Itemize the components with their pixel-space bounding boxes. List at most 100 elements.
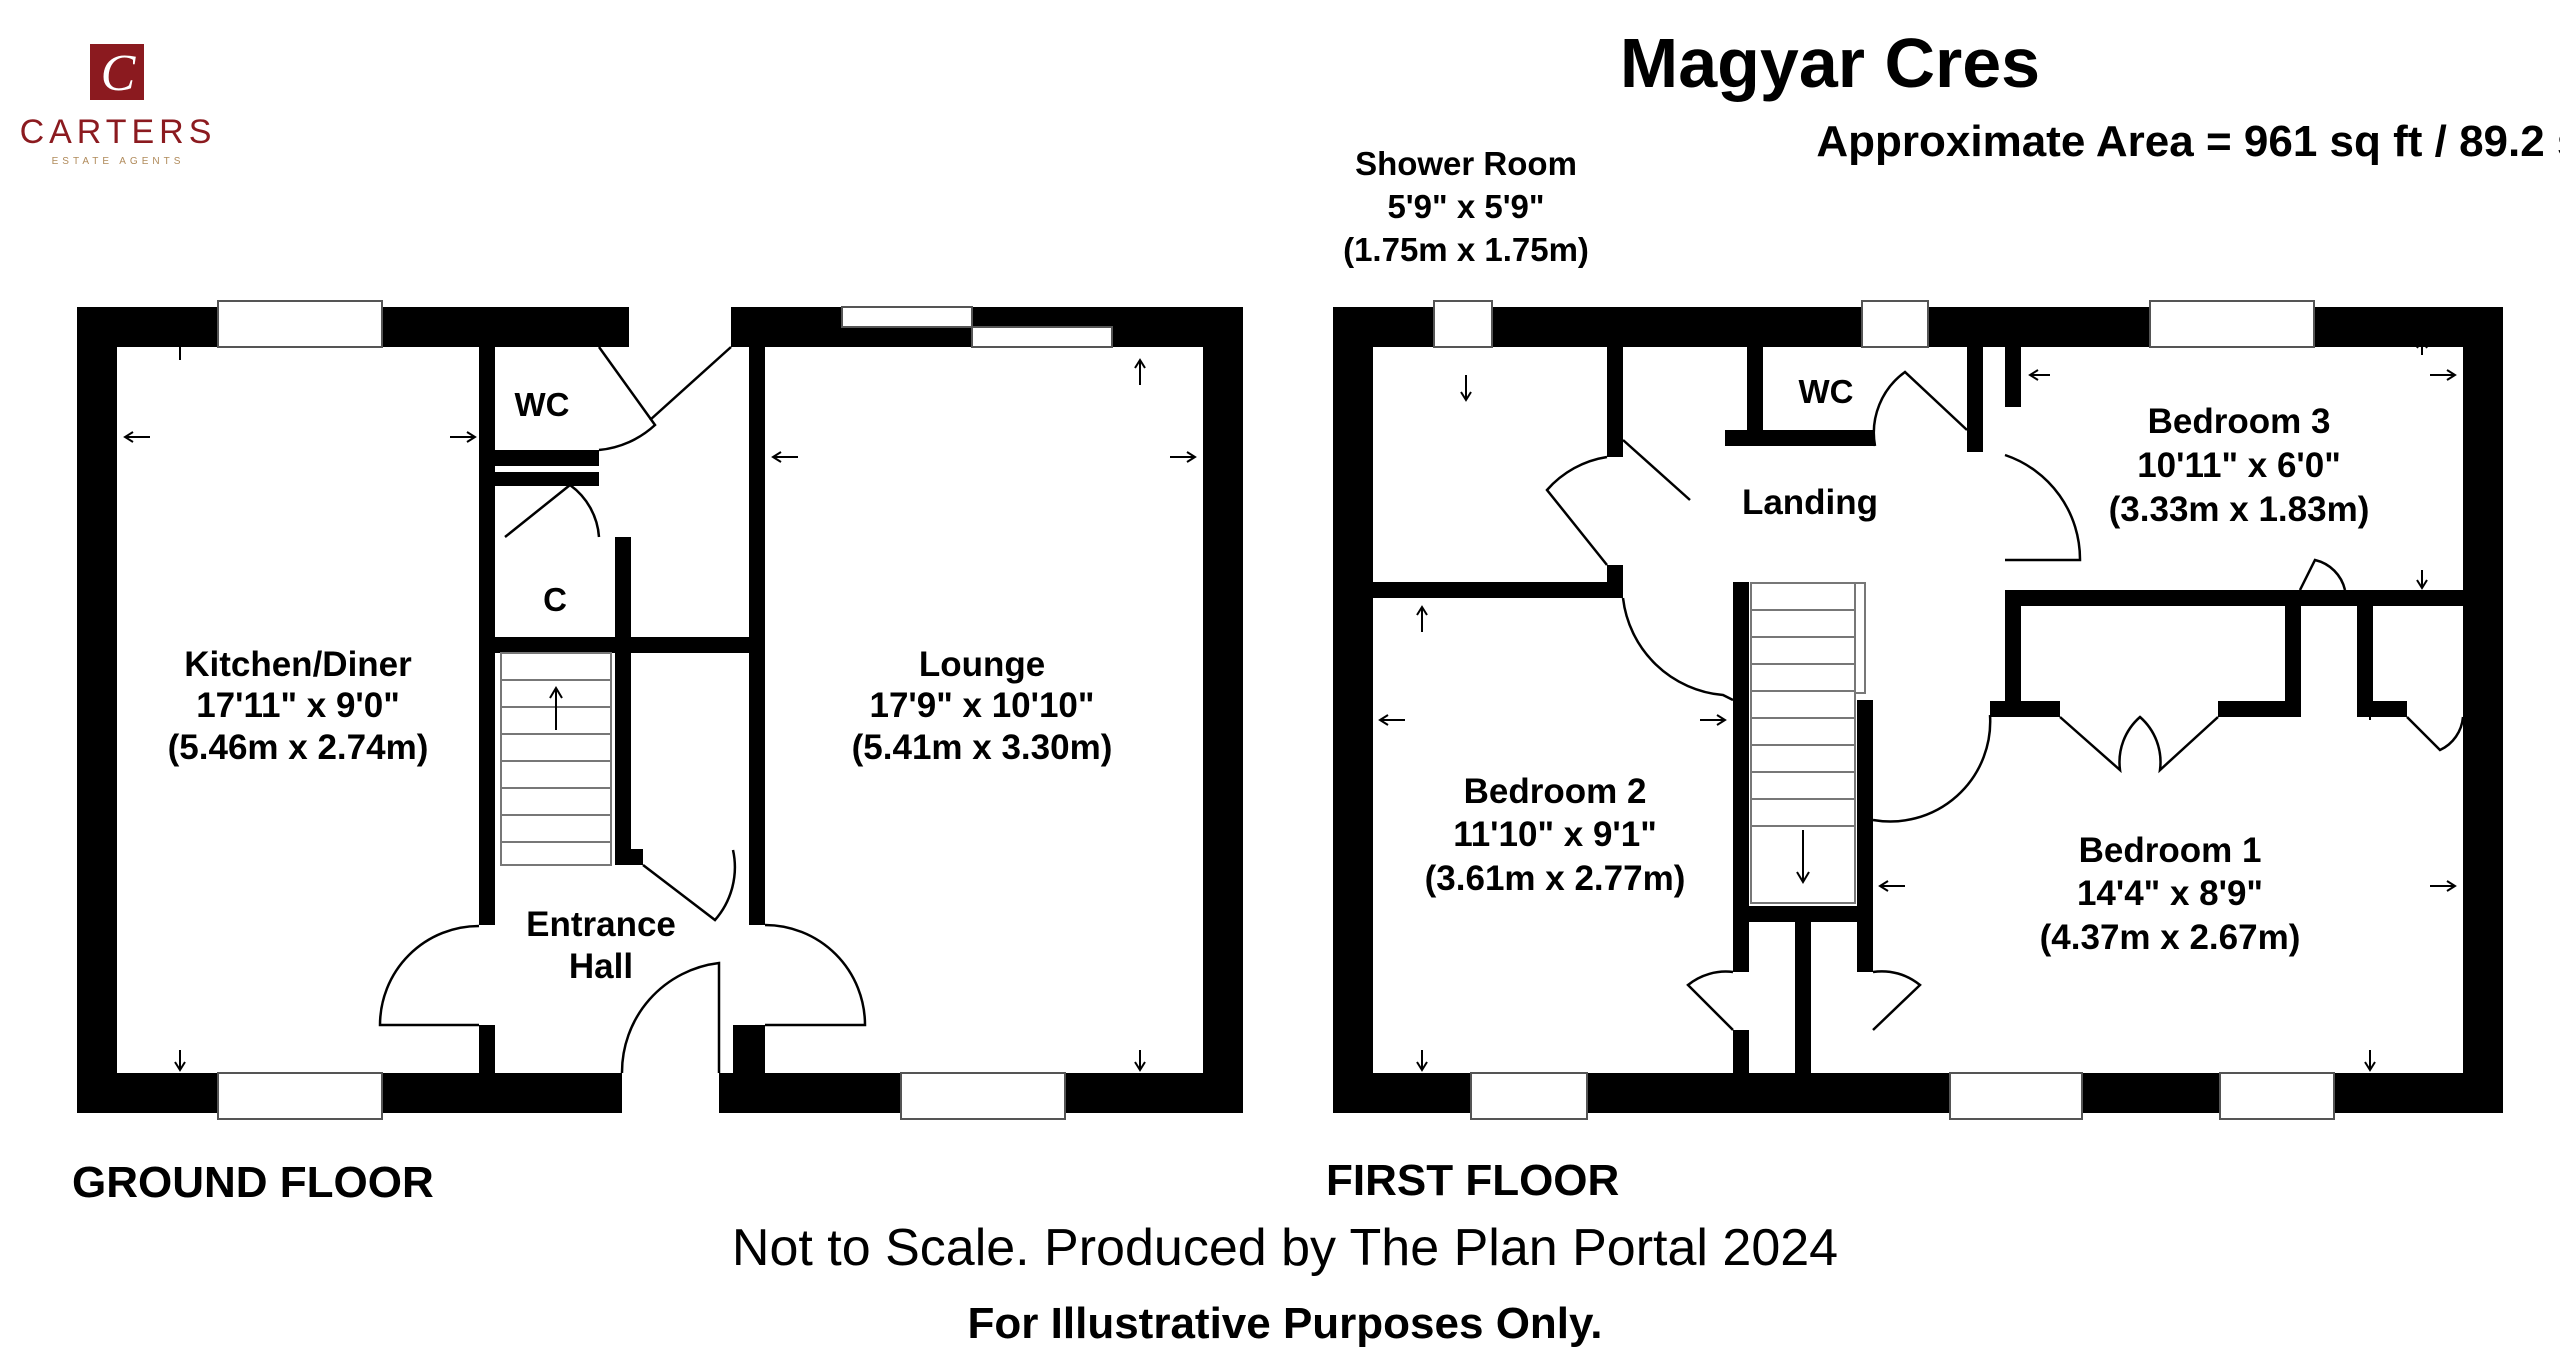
gf-door-wc-hall xyxy=(649,346,732,421)
gf-wall-wc-bottom xyxy=(479,450,599,466)
gf-wall-right xyxy=(1203,307,1243,1113)
first-floor-label: FIRST FLOOR xyxy=(1326,1156,1619,1205)
gf-patio-door-1 xyxy=(841,306,973,328)
gf-door-lounge xyxy=(764,923,867,1027)
shower-name: Shower Room xyxy=(1355,145,1577,182)
ff-door-wardrobe xyxy=(2059,715,2219,774)
ff-wall-wardrobe-mid xyxy=(2285,606,2301,717)
ff-wall-wc-left xyxy=(1747,347,1763,437)
gf-cupboard-label: C xyxy=(543,581,567,618)
ff-door-wc-2 xyxy=(1622,439,1691,501)
gf-wall-lounge-hall-low xyxy=(733,1025,765,1073)
ff-door-bed1 xyxy=(1872,714,1992,823)
gf-staircase xyxy=(500,652,612,866)
ff-wall-bed2-bed1-b xyxy=(1733,1030,1749,1073)
gf-wall-kitchen-hall xyxy=(479,347,495,925)
kitchen-name: Kitchen/Diner xyxy=(184,645,412,684)
ff-wall-right xyxy=(2463,307,2503,1113)
ff-wall-left xyxy=(1333,307,1373,1113)
ff-window-bed1-a xyxy=(1949,1072,2083,1120)
gf-patio-door-2 xyxy=(971,326,1113,348)
ff-door-bed2 xyxy=(1621,597,1734,702)
gf-wall-kitchen-hall-low xyxy=(479,1025,495,1073)
gf-wall-stair-foot xyxy=(615,849,643,865)
ff-door-bed1-cupboard xyxy=(2406,716,2465,752)
ff-window-wc xyxy=(1861,300,1929,348)
gf-wall-cupboard-right xyxy=(615,537,631,637)
gf-wall-lounge-hall xyxy=(749,347,765,925)
ff-dimension-arrows xyxy=(1378,338,2457,1072)
ff-wall-wardrobe-top xyxy=(2005,606,2021,701)
ff-wall-shower-right-low xyxy=(1607,565,1623,598)
ground-floor-plan: WC C Kitchen/Diner 17'11" x 9'0" (5.46m … xyxy=(72,300,1243,1207)
ff-wall-stair-right xyxy=(1857,700,1873,906)
bedroom1-metric: (4.37m x 2.67m) xyxy=(2040,918,2301,957)
ff-door-cupboard-right xyxy=(1872,970,1922,1031)
gf-wall-stair-side xyxy=(615,653,631,863)
ff-wall-bed3-bottom xyxy=(2005,590,2463,606)
lounge-imperial: 17'9" x 10'10" xyxy=(869,686,1094,725)
gf-window-kitchen-bottom xyxy=(217,1072,383,1120)
ff-wall-bed3-left xyxy=(2005,347,2021,407)
ff-wall-wc-right xyxy=(1967,347,1983,452)
ff-wall-wardrobe-bottom-b xyxy=(2218,701,2288,717)
gf-wall-cupboard-top xyxy=(479,472,599,486)
bedroom2-imperial: 11'10" x 9'1" xyxy=(1453,815,1657,854)
ff-wall-bed2-bed1-a xyxy=(1733,922,1749,972)
disclaimer-scale: Not to Scale. Produced by The Plan Porta… xyxy=(732,1219,1838,1277)
gf-wc-label: WC xyxy=(515,386,570,423)
ff-wc-label: WC xyxy=(1799,373,1854,410)
ff-door-cupboard-left xyxy=(1686,970,1734,1031)
carters-logo: C CARTERS ESTATE AGENTS xyxy=(20,44,217,167)
disclaimer-illustrative: For Illustrative Purposes Only. xyxy=(968,1299,1603,1348)
ff-window-bed2 xyxy=(1470,1072,1588,1120)
gf-dimension-arrows xyxy=(123,333,1197,1072)
property-title: Magyar Cres xyxy=(1620,24,2040,102)
approximate-area: Approximate Area = 961 sq ft / 89.2 sq m xyxy=(1816,117,2560,166)
ff-window-shower xyxy=(1433,300,1493,348)
kitchen-imperial: 17'11" x 9'0" xyxy=(196,686,400,725)
logo-name: CARTERS xyxy=(20,113,217,151)
gf-door-understairs xyxy=(642,849,737,922)
logo-letter: C xyxy=(101,45,137,102)
ff-wall-wardrobe-side xyxy=(2357,606,2373,717)
ff-staircase xyxy=(1750,582,1866,904)
ff-wall-stair-left xyxy=(1733,582,1749,922)
ff-wall-wc-bottom xyxy=(1725,430,1875,446)
gf-window-lounge-bottom xyxy=(900,1072,1066,1120)
ff-wall-bed1-left-a xyxy=(1857,922,1873,972)
bedroom3-metric: (3.33m x 1.83m) xyxy=(2109,490,2370,529)
hall-label-2: Hall xyxy=(569,947,633,986)
gf-door-front xyxy=(620,961,721,1074)
ff-wall-cup-divider xyxy=(1795,922,1811,1073)
ff-wall-stair-bottom xyxy=(1733,906,1873,922)
ff-window-bed1-b xyxy=(2219,1072,2335,1120)
bedroom1-imperial: 14'4" x 8'9" xyxy=(2077,874,2263,913)
ground-floor-label: GROUND FLOOR xyxy=(72,1158,434,1207)
gf-door-wc xyxy=(597,346,657,452)
lounge-name: Lounge xyxy=(919,645,1045,684)
ff-wall-wardrobe-bottom-c xyxy=(2357,701,2407,717)
logo-mark xyxy=(90,44,144,100)
ff-door-shower xyxy=(1545,455,1608,566)
shower-metric: (1.75m x 1.75m) xyxy=(1343,231,1589,268)
ff-wall-wardrobe-bottom-a xyxy=(1990,701,2060,717)
ff-window-bed3 xyxy=(2149,300,2315,348)
hall-label-1: Entrance xyxy=(526,905,676,944)
landing-label: Landing xyxy=(1742,483,1878,522)
ff-wall-shower-bottom xyxy=(1373,582,1623,598)
bedroom2-metric: (3.61m x 2.77m) xyxy=(1425,859,1686,898)
ff-door-bed3 xyxy=(2004,453,2082,562)
bedroom3-name: Bedroom 3 xyxy=(2148,402,2331,441)
ff-door-bed3-cupboard xyxy=(2298,558,2347,591)
bedroom1-name: Bedroom 1 xyxy=(2079,831,2262,870)
ff-wall-shower-right xyxy=(1607,347,1623,457)
logo-tagline: ESTATE AGENTS xyxy=(52,156,185,167)
shower-imperial: 5'9" x 5'9" xyxy=(1387,188,1544,225)
gf-wall-stair-top xyxy=(479,637,749,653)
gf-door-cupboard xyxy=(504,483,601,538)
gf-door-kitchen xyxy=(378,924,480,1027)
first-floor-plan: Shower Room 5'9" x 5'9" (1.75m x 1.75m) … xyxy=(1326,145,2503,1205)
bedroom2-name: Bedroom 2 xyxy=(1464,772,1647,811)
